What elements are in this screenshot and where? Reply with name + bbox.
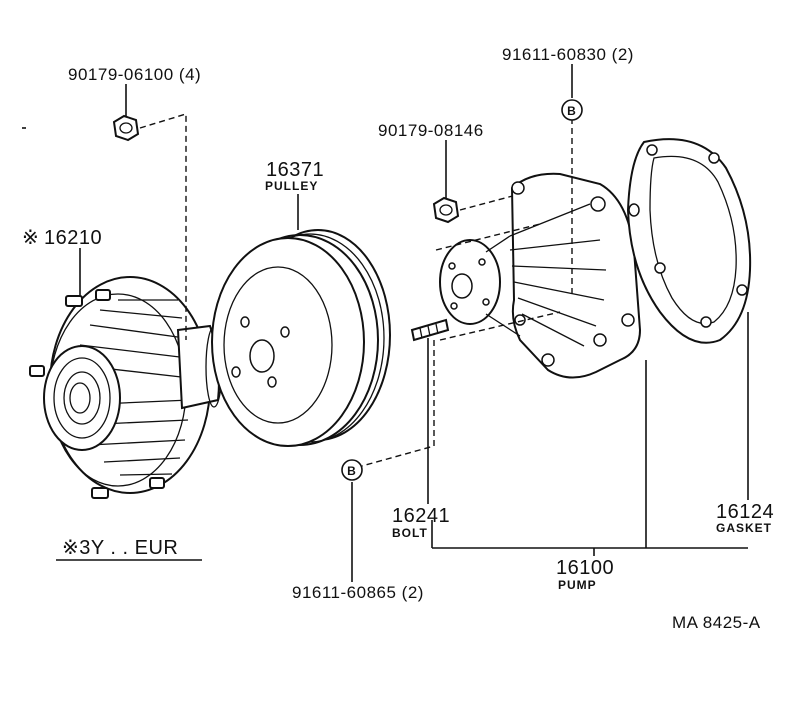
svg-text:B: B bbox=[567, 104, 577, 118]
fan-clutch-16210 bbox=[29, 276, 223, 499]
water-pump-16100 bbox=[439, 172, 642, 379]
label-fan-clutch-mark: ※ bbox=[22, 227, 39, 249]
label-bolt-bottom: 91611-60865 (2) bbox=[292, 583, 424, 602]
gasket-16124 bbox=[626, 138, 752, 344]
label-nut-small: 90179-06100 (4) bbox=[68, 65, 201, 84]
label-bolt-top: 91611-60830 (2) bbox=[502, 45, 634, 64]
nut-90179-08146 bbox=[432, 196, 460, 224]
marker-b-bottom: B bbox=[341, 459, 363, 481]
label-gasket-no: 16124 bbox=[716, 501, 774, 523]
label-ref-code: MA 8425-A bbox=[672, 613, 761, 632]
label-note: ※3Y . . EUR bbox=[62, 537, 178, 559]
label-bolt-no: 16241 bbox=[392, 505, 450, 527]
marker-b-top: B bbox=[561, 99, 583, 121]
pulley-16371 bbox=[211, 229, 391, 447]
label-fan-clutch: 16210 bbox=[44, 227, 102, 249]
label-nut-pump: 90179-08146 bbox=[378, 121, 484, 140]
leader-lines bbox=[79, 64, 749, 582]
label-gasket-name: GASKET bbox=[716, 521, 772, 535]
label-pump-no: 16100 bbox=[556, 557, 614, 579]
label-pump-name: PUMP bbox=[558, 578, 597, 592]
label-pulley-name: PULLEY bbox=[265, 179, 318, 193]
label-bolt-name: BOLT bbox=[392, 526, 428, 540]
nut-90179-06100 bbox=[112, 114, 140, 142]
bolt-16241 bbox=[410, 318, 450, 342]
svg-text:B: B bbox=[347, 464, 357, 478]
label-pulley-no: 16371 bbox=[266, 159, 324, 181]
